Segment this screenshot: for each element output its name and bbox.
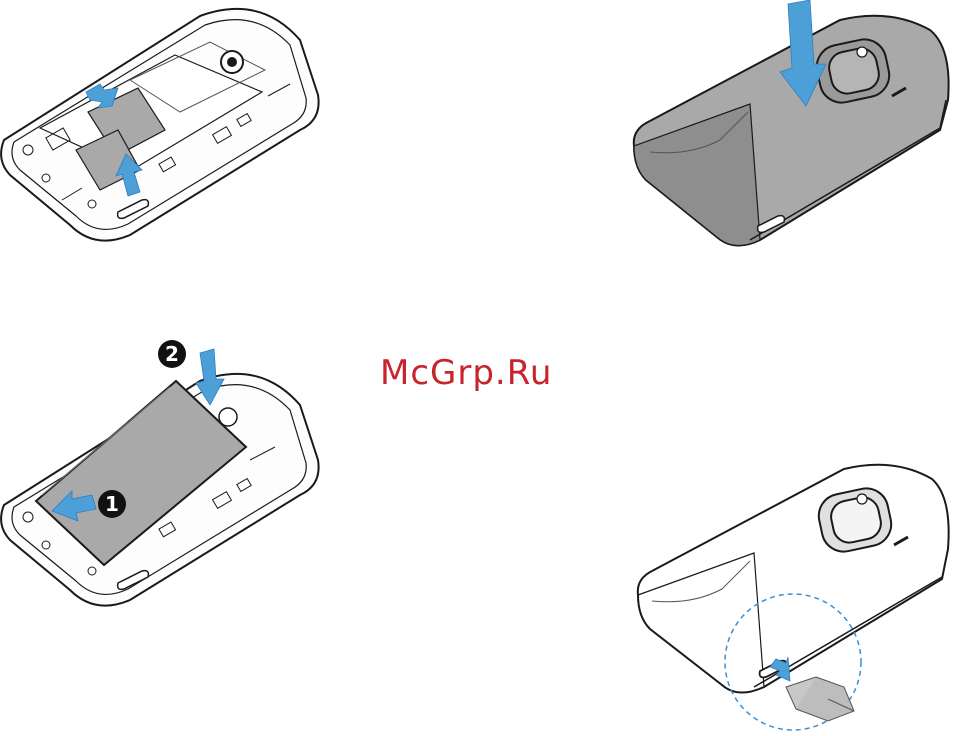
sim-card-insertion-illustration [0,0,330,250]
back-cover-illustration [630,0,953,255]
step-number-2: 2 [165,342,179,366]
watermark-text: McGrp.Ru [380,348,590,398]
step-badge-2: 2 [158,340,186,368]
step-badge-1: 1 [98,490,126,518]
charger-connection-illustration [630,455,953,736]
step-number-1: 1 [105,492,119,516]
battery-insertion-illustration: 1 2 [0,335,330,615]
